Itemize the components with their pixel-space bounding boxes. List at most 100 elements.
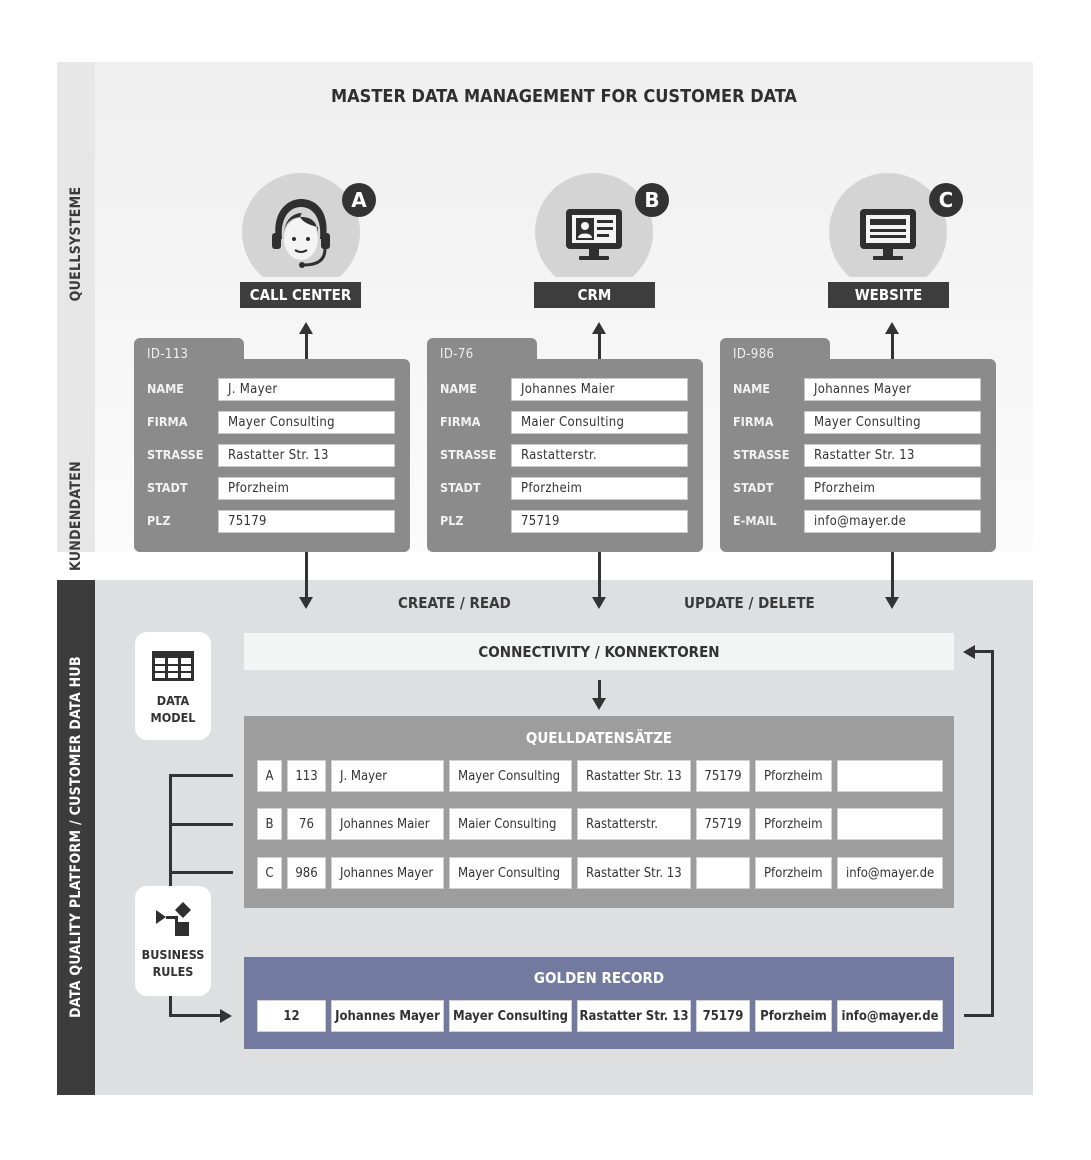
record-cell: Johannes Maier — [331, 808, 444, 840]
system-b-badge: B — [635, 183, 669, 217]
create-read-label: CREATE / READ — [398, 594, 511, 612]
record-cell — [837, 808, 943, 840]
record-cell: 986 — [287, 857, 326, 889]
arrow-to-connectivity — [963, 645, 975, 659]
field-label: PLZ — [440, 513, 464, 528]
line-down-a — [305, 552, 308, 598]
field-value: 75179 — [218, 510, 395, 533]
record-cell: Pforzheim — [755, 760, 832, 792]
arrow-to-golden — [220, 1009, 232, 1023]
quellsysteme-label: QUELLSYSTEME — [68, 186, 84, 302]
golden-record-title: GOLDEN RECORD — [533, 969, 665, 987]
line-up-b — [598, 333, 601, 360]
field-label: NAME — [147, 381, 184, 396]
website-label: WEBSITE — [828, 282, 949, 308]
line-up-a — [305, 333, 308, 360]
line-down-c — [891, 552, 894, 598]
record-cell: J. Mayer — [331, 760, 444, 792]
record-cell: Pforzheim — [755, 808, 832, 840]
page-title: MASTER DATA MANAGEMENT FOR CUSTOMER DATA — [331, 86, 797, 107]
crm-contact-monitor-icon — [566, 209, 622, 260]
record-cell: Rastatter Str. 13 — [577, 857, 691, 889]
bracket-row-a — [169, 774, 233, 777]
website-monitor-icon — [860, 209, 916, 260]
arrow-down-a — [299, 597, 313, 609]
field-label: FIRMA — [147, 414, 188, 429]
field-value: info@mayer.de — [804, 510, 981, 533]
line-down-b — [598, 552, 601, 598]
platform-label: DATA QUALITY PLATFORM / CUSTOMER DATA HU… — [68, 656, 84, 1018]
data-model-line2: MODEL — [150, 710, 196, 725]
rules-down-line — [169, 996, 172, 1016]
business-rules-line1: BUSINESS — [141, 947, 205, 962]
field-label: FIRMA — [440, 414, 481, 429]
field-label: STRASSE — [147, 447, 204, 462]
record-cell: 113 — [287, 760, 326, 792]
golden-cell: Rastatter Str. 13 — [577, 1000, 691, 1032]
field-label: NAME — [440, 381, 477, 396]
field-label: STADT — [440, 480, 481, 495]
record-cell — [696, 857, 750, 889]
golden-cell: Mayer Consulting — [449, 1000, 572, 1032]
system-a-badge: A — [342, 183, 376, 217]
table-grid-icon — [152, 651, 194, 681]
field-label: STRASSE — [733, 447, 790, 462]
record-cell: 75719 — [696, 808, 750, 840]
bracket-vertical — [169, 774, 172, 886]
arrow-down-b — [592, 597, 606, 609]
record-cell: Johannes Mayer — [331, 857, 444, 889]
source-systems-sidebar: QUELLSYSTEME KUNDENDATEN — [57, 62, 95, 571]
data-model-line1: DATA — [156, 693, 190, 708]
record-cell: A — [257, 760, 282, 792]
field-label: FIRMA — [733, 414, 774, 429]
arrow-up-c — [885, 322, 899, 334]
source-records-title: QUELLDATENSÄTZE — [525, 729, 673, 747]
system-c-circle — [829, 173, 947, 277]
field-value: Pforzheim — [511, 477, 688, 500]
record-cell: B — [257, 808, 282, 840]
field-value: 75719 — [511, 510, 688, 533]
arrow-conn-down — [592, 698, 606, 710]
field-value: Pforzheim — [804, 477, 981, 500]
field-value: J. Mayer — [218, 378, 395, 401]
bracket-row-b — [169, 823, 233, 826]
rules-right-line — [169, 1014, 221, 1017]
connectivity-bar: CONNECTIVITY / KONNEKTOREN — [244, 633, 954, 670]
field-value: Mayer Consulting — [218, 411, 395, 434]
call-center-label: CALL CENTER — [240, 282, 361, 308]
flow-rules-icon — [156, 902, 191, 936]
field-label: PLZ — [147, 513, 171, 528]
system-a-circle — [242, 173, 360, 277]
system-c-badge: C — [929, 183, 963, 217]
golden-cell: Johannes Mayer — [331, 1000, 444, 1032]
headset-agent-icon — [272, 199, 330, 268]
record-cell: Mayer Consulting — [449, 857, 572, 889]
field-label: STADT — [733, 480, 774, 495]
field-value: Rastatterstr. — [511, 444, 688, 467]
golden-cell: 12 — [257, 1000, 326, 1032]
arrow-up-b — [592, 322, 606, 334]
line-conn-down — [598, 680, 601, 700]
record-cell: Pforzheim — [755, 857, 832, 889]
record-cell: info@mayer.de — [837, 857, 943, 889]
data-hub-sidebar: DATA QUALITY PLATFORM / CUSTOMER DATA HU… — [57, 580, 95, 1095]
record-cell: Rastatterstr. — [577, 808, 691, 840]
field-value: Johannes Maier — [511, 378, 688, 401]
field-value: Johannes Mayer — [804, 378, 981, 401]
field-value: Rastatter Str. 13 — [804, 444, 981, 467]
record-cell — [837, 760, 943, 792]
arrow-down-c — [885, 597, 899, 609]
field-label: STADT — [147, 480, 188, 495]
connectivity-label: CONNECTIVITY / KONNEKTOREN — [478, 642, 720, 661]
record-cell: C — [257, 857, 282, 889]
update-delete-label: UPDATE / DELETE — [684, 594, 815, 612]
field-value: Mayer Consulting — [804, 411, 981, 434]
crm-label: CRM — [534, 282, 655, 308]
field-label: STRASSE — [440, 447, 497, 462]
record-cell: 76 — [287, 808, 326, 840]
loop-bottom-line — [964, 1014, 994, 1017]
field-label: E-MAIL — [733, 513, 777, 528]
arrow-up-a — [299, 322, 313, 334]
record-cell: Rastatter Str. 13 — [577, 760, 691, 792]
